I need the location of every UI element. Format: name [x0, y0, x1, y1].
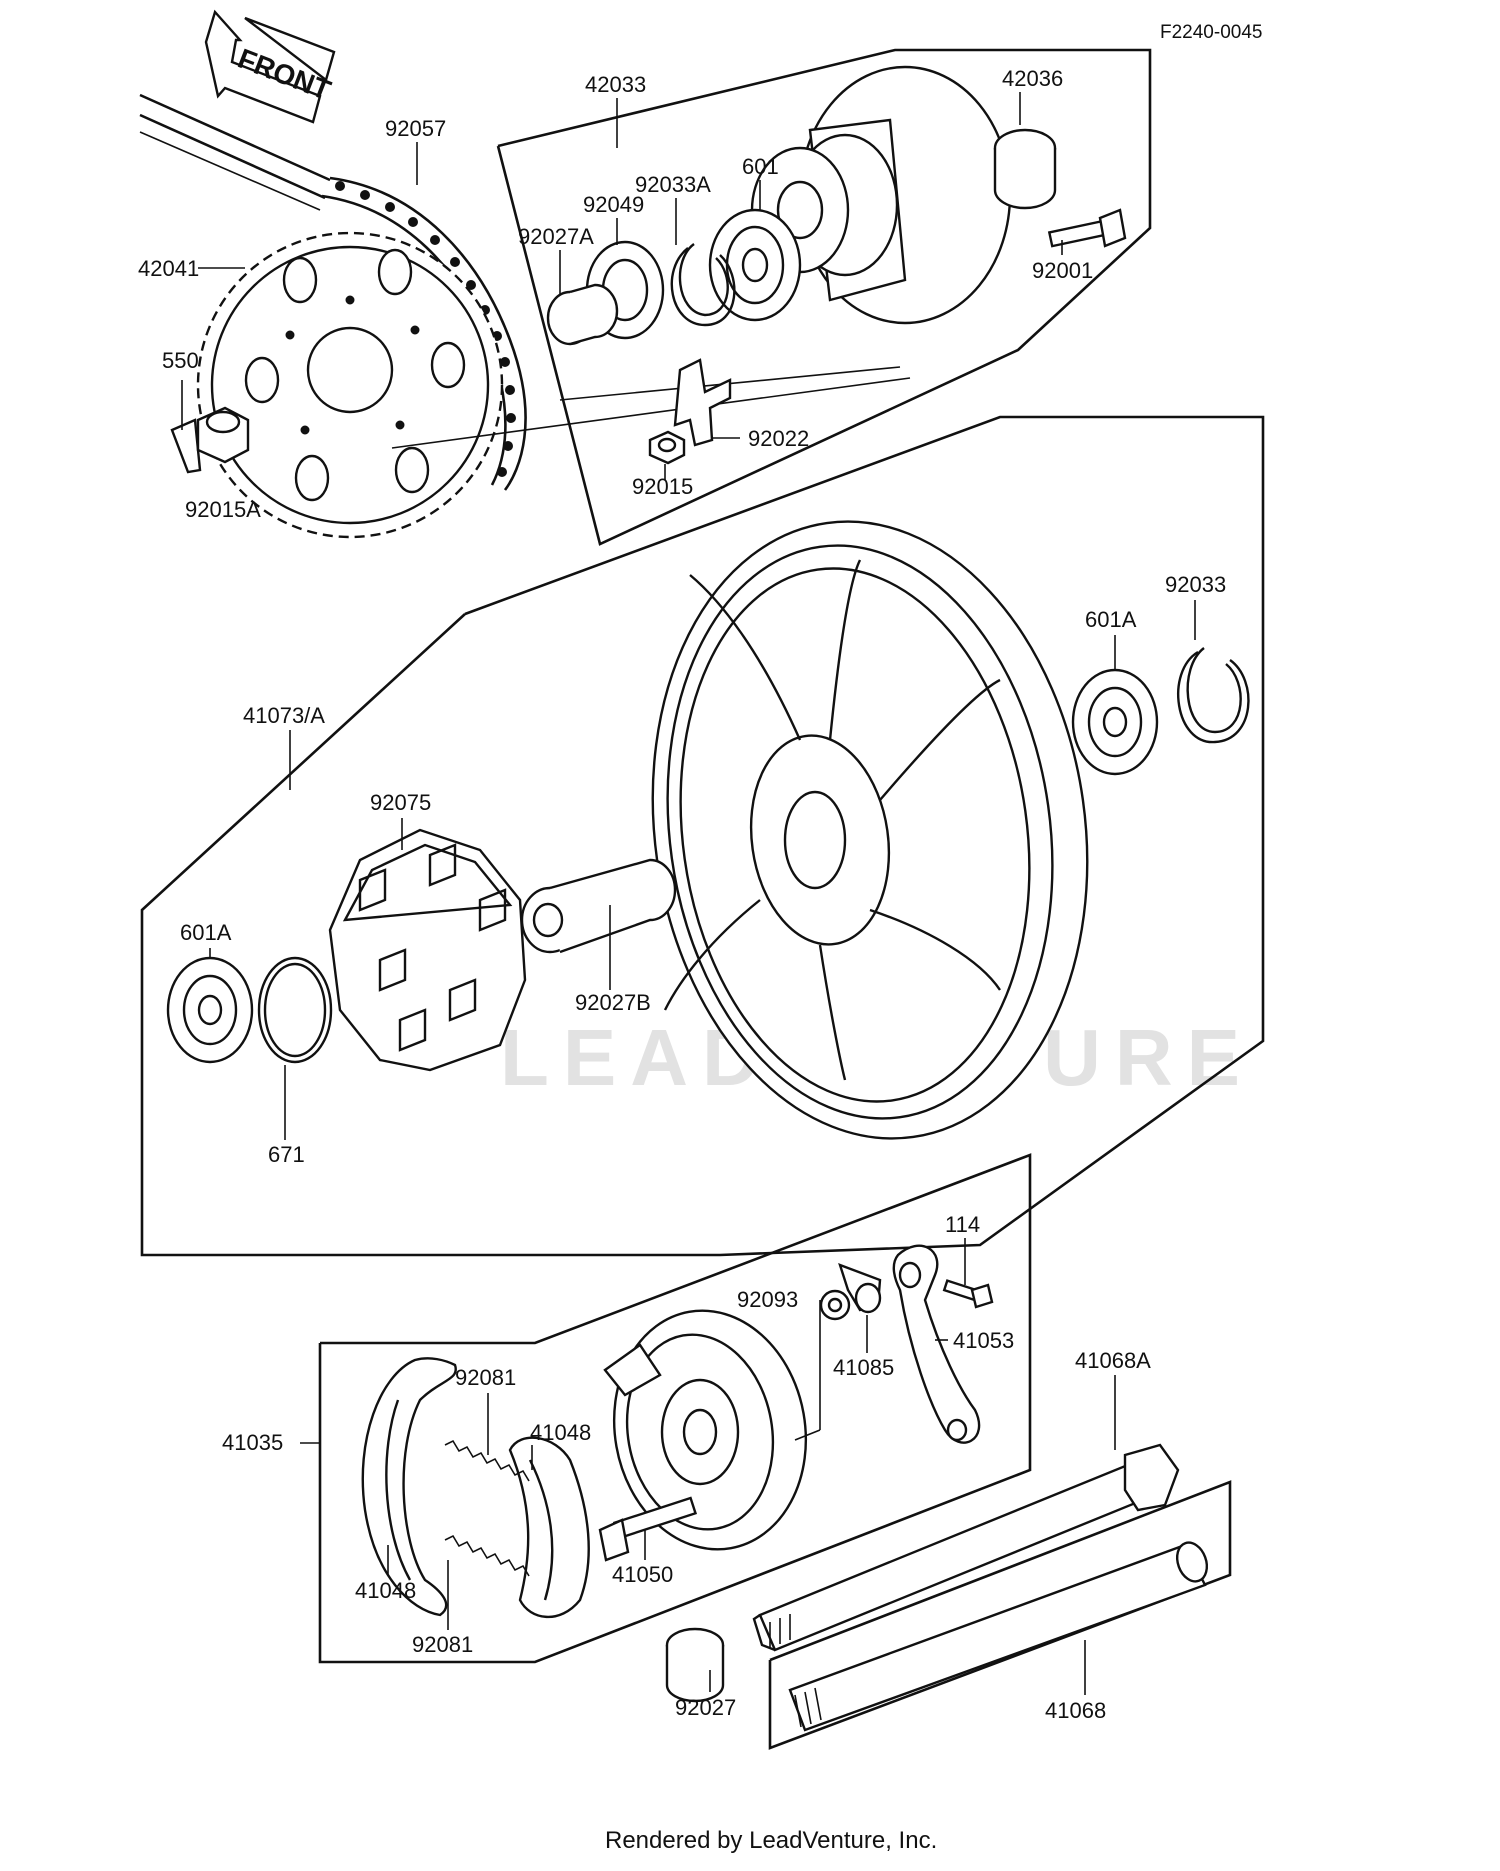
wear-indicator — [838, 1263, 882, 1314]
label-41050: 41050 — [612, 1562, 673, 1587]
label-42036: 42036 — [1002, 66, 1063, 91]
label-114: 114 — [945, 1212, 980, 1237]
label-92027B: 92027B — [575, 990, 651, 1015]
sprocket-plate — [673, 358, 732, 447]
label-92027: 92027 — [675, 1695, 736, 1720]
brake-panel — [603, 1309, 808, 1551]
label-41048-upper: 41048 — [530, 1420, 591, 1445]
label-92049: 92049 — [583, 192, 644, 217]
label-92022: 92022 — [748, 426, 809, 451]
hub-assembly-box — [496, 48, 1152, 546]
hub-bolt — [1047, 208, 1127, 248]
circlip — [670, 243, 736, 327]
label-41068: 41068 — [1045, 1698, 1106, 1723]
label-550: 550 — [162, 348, 199, 373]
label-92015: 92015 — [632, 474, 693, 499]
label-92001: 92001 — [1032, 258, 1093, 283]
lever-bolt — [942, 1279, 994, 1309]
front-arrow-icon: FRONT — [204, 9, 336, 124]
brake-shoe-upper — [508, 1436, 590, 1619]
axle-collar — [665, 1627, 725, 1703]
brake-shoe-lower — [361, 1357, 457, 1617]
label-92033: 92033 — [1165, 572, 1226, 597]
wheel-bearing-left — [166, 956, 254, 1064]
hub-bearing — [708, 208, 802, 322]
brake-spring-lower — [444, 1534, 530, 1577]
label-42041: 42041 — [138, 256, 199, 281]
wheel-assembly-box — [140, 415, 1265, 1257]
hub-damper — [328, 828, 527, 1072]
label-41073-A: 41073/A — [243, 703, 325, 728]
label-42033: 42033 — [585, 72, 646, 97]
rear-sprocket — [196, 231, 504, 539]
axle-box — [768, 1480, 1232, 1750]
spacer — [546, 283, 619, 346]
o-ring — [257, 956, 333, 1064]
label-671: 671 — [268, 1142, 305, 1167]
axle — [788, 1541, 1209, 1732]
label-92093: 92093 — [737, 1287, 798, 1312]
wheel-circlip — [1177, 647, 1250, 744]
label-41035: 41035 — [222, 1430, 283, 1455]
drive-chain — [139, 93, 527, 491]
label-92075: 92075 — [370, 790, 431, 815]
wheel-bearing-right — [1071, 668, 1159, 776]
label-601A-right: 601A — [1085, 607, 1137, 632]
label-41068A: 41068A — [1075, 1348, 1151, 1373]
washer — [819, 1289, 851, 1321]
reference-code: F2240-0045 — [1160, 22, 1262, 43]
brake-camshaft — [598, 1496, 698, 1562]
label-601A-left: 601A — [180, 920, 232, 945]
brake-lever — [892, 1244, 981, 1444]
label-92033A: 92033A — [635, 172, 711, 197]
label-41048-lower: 41048 — [355, 1578, 416, 1603]
label-92015A: 92015A — [185, 497, 261, 522]
sprocket-nut — [648, 430, 686, 465]
cast-wheel — [651, 520, 1089, 1140]
label-601: 601 — [742, 154, 779, 179]
rear-hub — [750, 65, 1012, 325]
wheel-spacer — [520, 858, 677, 954]
label-92081-lower: 92081 — [412, 1632, 473, 1657]
hub-collar — [993, 128, 1057, 210]
label-41053: 41053 — [953, 1328, 1014, 1353]
part-number-labels: 42033 42036 92057 92033A 601 92049 92027… — [138, 66, 1226, 1723]
axle-assembly — [752, 1443, 1180, 1652]
brake-spring-upper — [444, 1439, 530, 1482]
cotter-pin — [170, 418, 202, 474]
label-92027A: 92027A — [518, 224, 594, 249]
leader-lines — [181, 92, 1196, 1695]
label-92081-upper: 92081 — [455, 1365, 516, 1390]
footer-credit: Rendered by LeadVenture, Inc. — [605, 1827, 937, 1854]
brake-assembly-box — [318, 1153, 1032, 1664]
label-92057: 92057 — [385, 116, 446, 141]
castle-nut — [196, 406, 250, 464]
label-41085: 41085 — [833, 1355, 894, 1380]
